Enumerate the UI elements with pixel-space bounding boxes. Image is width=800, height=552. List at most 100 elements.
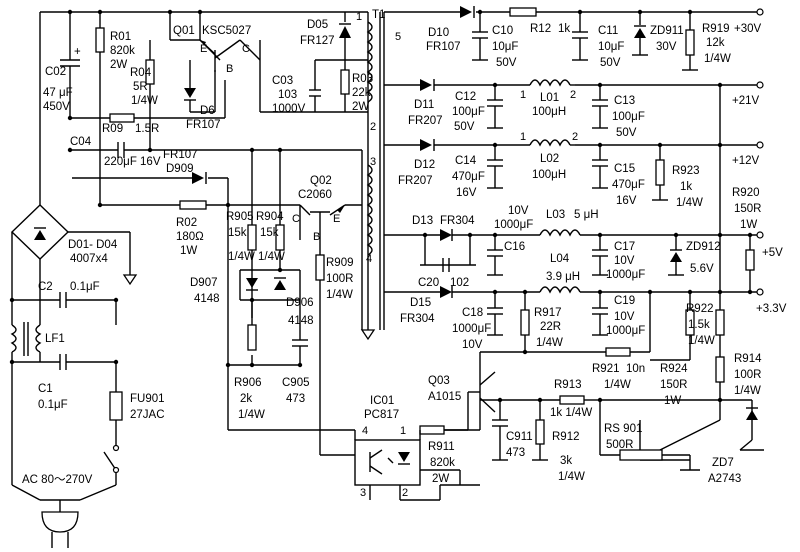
label-c2-v: 0.1μF [70, 281, 100, 293]
label-c10-v2: 50V [496, 57, 517, 69]
label-l03-v: 5 μH [574, 209, 599, 221]
label-r04-v2: 1/4W [131, 95, 158, 107]
label-r913-v: 1k 1/4W [550, 407, 592, 419]
label-c18: C18 [462, 307, 483, 319]
label-r02: R02 [176, 217, 197, 229]
label-d6: D6 [200, 105, 215, 117]
label-q03-part: A1015 [428, 391, 461, 403]
label-r923-v2: 1/4W [676, 197, 703, 209]
label-q02-c: C [292, 213, 300, 225]
label-r912-v2: 1/4W [558, 471, 585, 483]
label-c1-v: 0.1μF [38, 399, 68, 411]
label-r12-v: 1k [558, 23, 570, 35]
label-r911-v2: 2W [432, 473, 449, 485]
label-l03: L03 [546, 209, 565, 221]
component-labels: C02 + 47 μF 450V R01 820k 2W R04 5R 1/4W… [22, 9, 401, 486]
primary-junctions [9, 9, 303, 368]
label-c17-v1: 10V [614, 255, 635, 267]
label-c02-pol: + [74, 46, 81, 58]
label-q01-b: B [226, 63, 233, 75]
label-r01-v1: 820k [110, 45, 135, 57]
label-c16: C16 [504, 241, 525, 253]
primary-wires [10, 11, 400, 512]
label-l01: L01 [540, 92, 559, 104]
label-pin5: 5 [395, 31, 401, 43]
label-l01-p2: 2 [570, 89, 576, 101]
label-zd7-v: A2743 [708, 473, 741, 485]
label-v5: +5V [762, 247, 783, 259]
label-q02-e: E [333, 213, 340, 225]
label-r924-v1: 150R [660, 379, 688, 391]
label-c02: C02 [45, 66, 66, 78]
label-d6-part: FR107 [186, 119, 221, 131]
label-c11-v2: 50V [600, 57, 621, 69]
label-d05-part: FR127 [300, 35, 335, 47]
label-r904-v2: 1/4W [258, 251, 285, 263]
label-r911: R911 [428, 441, 455, 453]
label-r914-v2: 1/4W [734, 385, 761, 397]
label-c17-v2: 1000μF [606, 269, 645, 281]
label-c905-v: 473 [286, 393, 305, 405]
label-r02-v1: 180Ω [176, 231, 204, 243]
label-r04-v1: 5R [133, 81, 148, 93]
label-c17: C17 [614, 241, 635, 253]
label-q01-c: C [242, 43, 250, 55]
label-ic-p2: 2 [402, 487, 408, 499]
label-c04: C04 [70, 136, 92, 148]
label-c911: C911 [506, 431, 533, 443]
label-ic01: IC01 [370, 395, 394, 407]
secondary-junctions [422, 9, 753, 403]
label-c10: C10 [492, 25, 513, 37]
label-c16-v2: 1000μF [494, 219, 533, 231]
label-v21: +21V [732, 95, 760, 107]
label-r922: R922 [686, 303, 714, 315]
label-r914-v1: 100R [734, 369, 762, 381]
label-d15-part: FR304 [400, 313, 435, 325]
label-rs901-v: 500R [606, 439, 634, 451]
label-r12: R12 [530, 23, 551, 35]
label-zd912-v: 5.6V [690, 263, 714, 275]
label-r922-v1: 1.5k [688, 319, 710, 331]
label-r909: R909 [326, 257, 354, 269]
label-r922-v2: 1/4W [688, 335, 715, 347]
label-d10: D10 [428, 27, 449, 39]
label-ic-p1: 1 [400, 425, 406, 437]
label-c20: C20 [418, 277, 439, 289]
label-c14: C14 [455, 155, 477, 167]
label-r905-v2: 1/4W [228, 251, 255, 263]
label-fu901-v: 27JAC [130, 409, 165, 421]
label-r01: R01 [110, 31, 131, 43]
label-r919: R919 [702, 23, 730, 35]
label-r921: R921 [592, 363, 620, 375]
label-c03-v1: 103 [278, 89, 297, 101]
label-fu901: FU901 [130, 393, 165, 405]
label-fr304a: FR304 [440, 215, 475, 227]
label-d906: D906 [286, 297, 314, 309]
label-c03: C03 [272, 75, 293, 87]
label-ac: AC 80～270V [22, 474, 93, 486]
label-l01-v: 100μH [532, 106, 566, 118]
label-d15: D15 [410, 297, 431, 309]
label-pin4: 4 [366, 253, 372, 265]
label-zd7: ZD7 [712, 457, 734, 469]
label-d11-part: FR207 [408, 115, 443, 127]
label-r909-v1: 100R [326, 273, 354, 285]
label-r917-v2: 1/4W [536, 337, 563, 349]
label-r03-v1: 22k [352, 87, 371, 99]
label-v33: +3.3V [756, 303, 787, 315]
label-v12: +12V [732, 155, 760, 167]
label-c14-v2: 16V [456, 187, 477, 199]
label-d909: D909 [166, 163, 194, 175]
label-c13-v1: 100μF [612, 111, 645, 123]
label-c15-v2: 16V [616, 195, 637, 207]
label-bridge2: 4007x4 [70, 253, 108, 265]
label-r920-v2: 1W [740, 219, 757, 231]
output-labels: D10 FR107 C10 10μF 50V R12 1k C11 10μF 5… [360, 23, 787, 499]
label-r905: R905 [226, 211, 254, 223]
label-r09: R09 [102, 123, 123, 135]
label-l02-v: 100μH [532, 169, 566, 181]
label-c13: C13 [614, 95, 635, 107]
label-q03: Q03 [428, 375, 450, 387]
label-ic01-part: PC817 [364, 409, 399, 421]
